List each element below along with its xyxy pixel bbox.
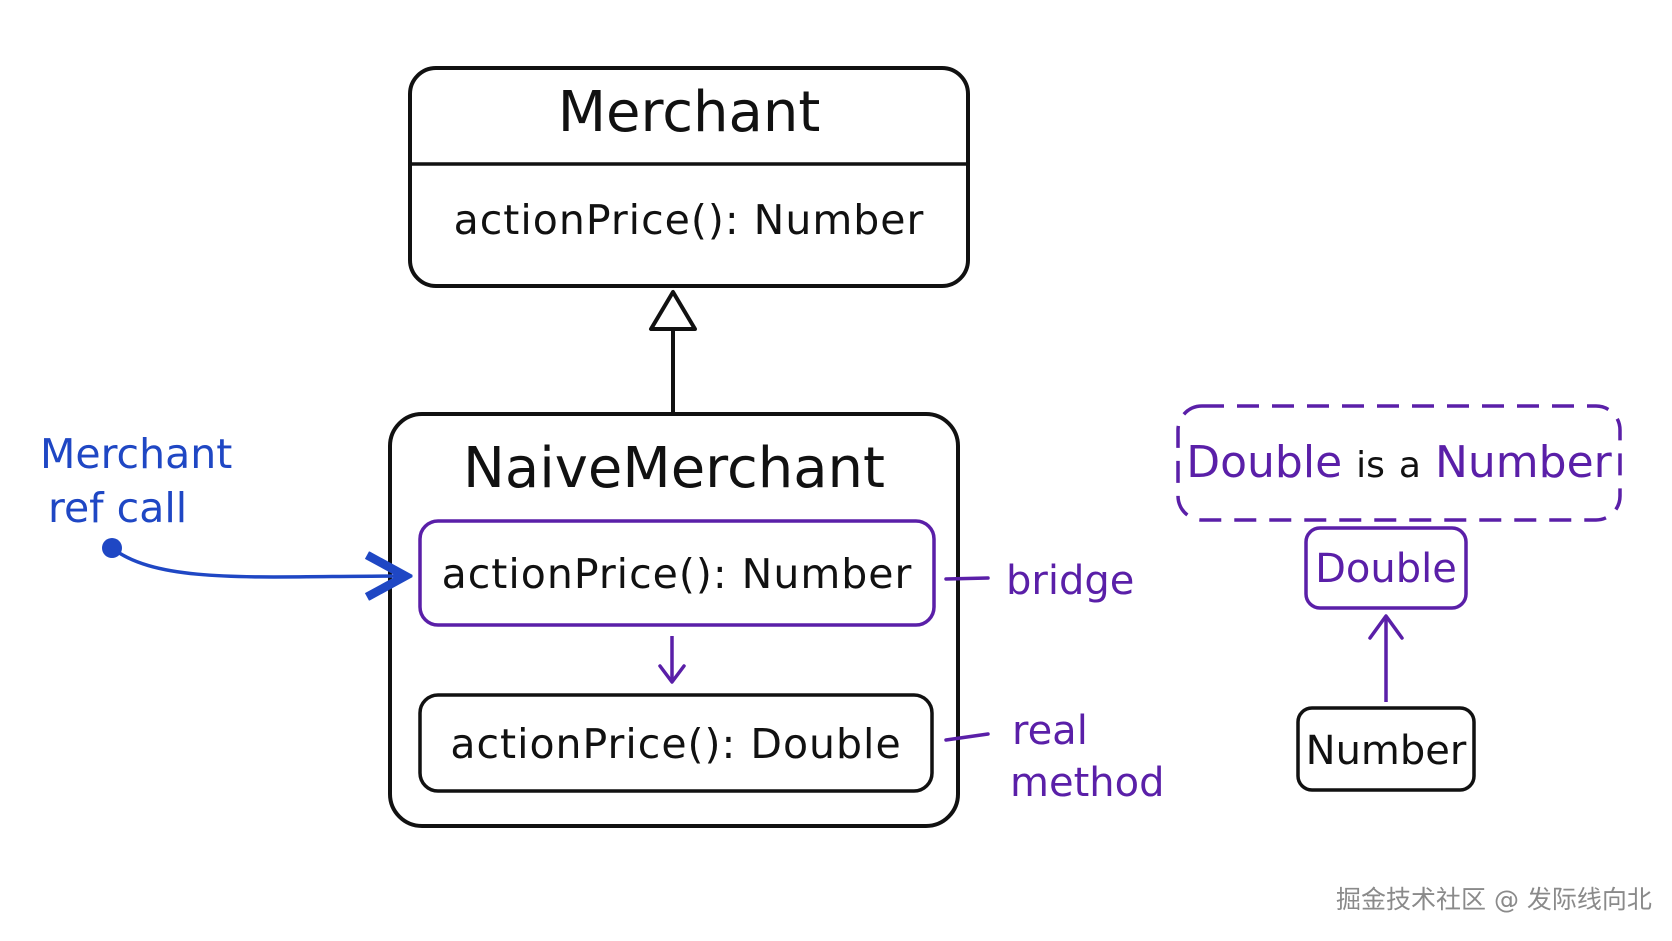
type-note-verb: is	[1356, 445, 1385, 486]
type-note-subject: Double	[1186, 437, 1343, 488]
type-note-object: Number	[1434, 437, 1612, 488]
ref-call-label-line2: ref call	[48, 484, 188, 532]
ref-call-label-line1: Merchant	[40, 430, 233, 478]
real-method-signature: actionPrice(): Double	[450, 720, 902, 768]
watermark: 掘金技术社区 @ 发际线向北	[1336, 885, 1652, 914]
call-arrow	[110, 546, 402, 577]
double-type-label: Double	[1315, 546, 1457, 592]
double-type-box	[1304, 526, 1468, 610]
number-type-label: Number	[1305, 728, 1467, 774]
type-note-box	[1176, 404, 1622, 522]
real-method-connector	[944, 732, 990, 742]
real-method-box	[418, 693, 934, 793]
bridge-method-signature: actionPrice(): Number	[441, 550, 913, 598]
type-note-article: a	[1398, 445, 1421, 486]
number-type-box	[1296, 706, 1476, 792]
merchant-method: actionPrice(): Number	[453, 196, 925, 244]
real-method-label-line2: method	[1010, 760, 1165, 806]
bridge-connector	[944, 576, 990, 581]
bridge-method-box	[418, 519, 936, 627]
merchant-class-box	[408, 66, 970, 288]
type-note-text: Double is a Number	[1178, 434, 1620, 495]
inheritance-triangle	[649, 290, 697, 331]
merchant-class-title: Merchant	[557, 80, 821, 145]
naive-merchant-class-box	[388, 412, 960, 828]
naive-merchant-class-title: NaiveMerchant	[463, 436, 885, 501]
subtype-arrow-head	[1368, 614, 1404, 640]
real-method-label-line1: real	[1012, 708, 1088, 754]
bridge-label: bridge	[1006, 558, 1135, 604]
delegation-arrow-head	[658, 664, 686, 684]
